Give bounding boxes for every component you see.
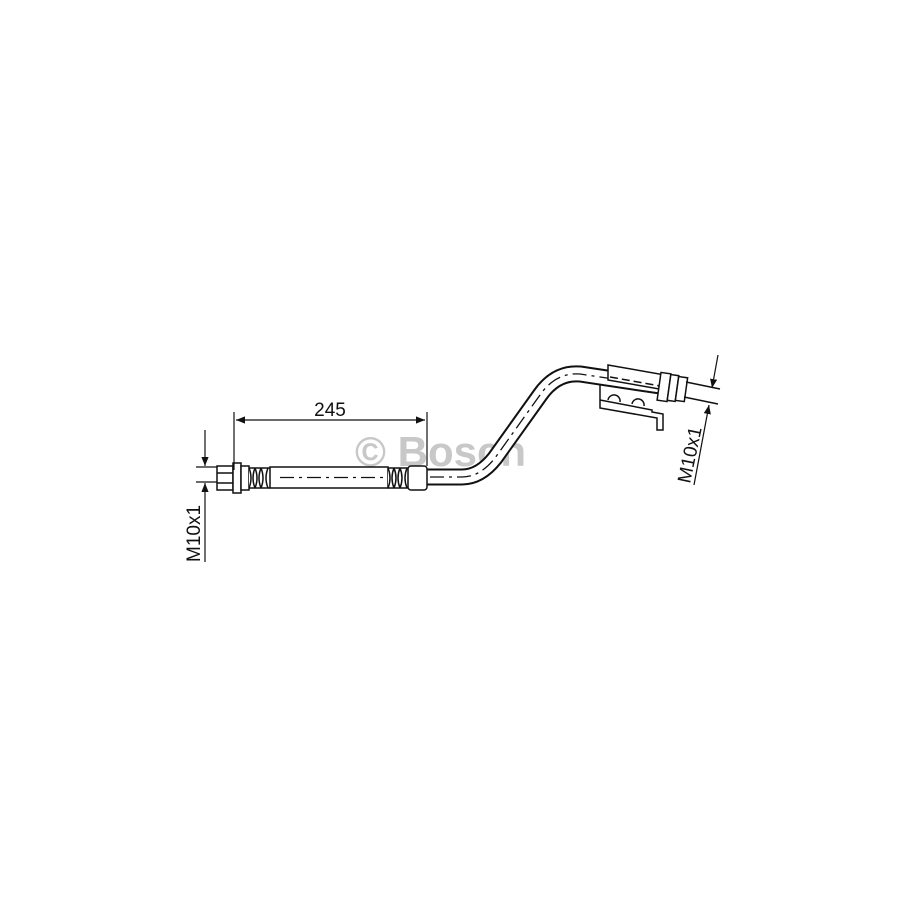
rubber-hose xyxy=(269,466,389,489)
left-thread-dimension xyxy=(196,430,217,562)
length-label: 245 xyxy=(314,400,346,421)
right-thread-label: M10x1 xyxy=(674,425,706,485)
left-thread-label: M10x1 xyxy=(184,505,205,562)
right-fitting xyxy=(656,371,721,405)
hose-crimp xyxy=(387,465,428,491)
mounting-bracket xyxy=(599,364,666,431)
length-dimension xyxy=(233,412,428,470)
right-thread-dimension xyxy=(693,354,719,486)
metal-pipe xyxy=(425,365,662,486)
left-fitting xyxy=(216,462,270,494)
